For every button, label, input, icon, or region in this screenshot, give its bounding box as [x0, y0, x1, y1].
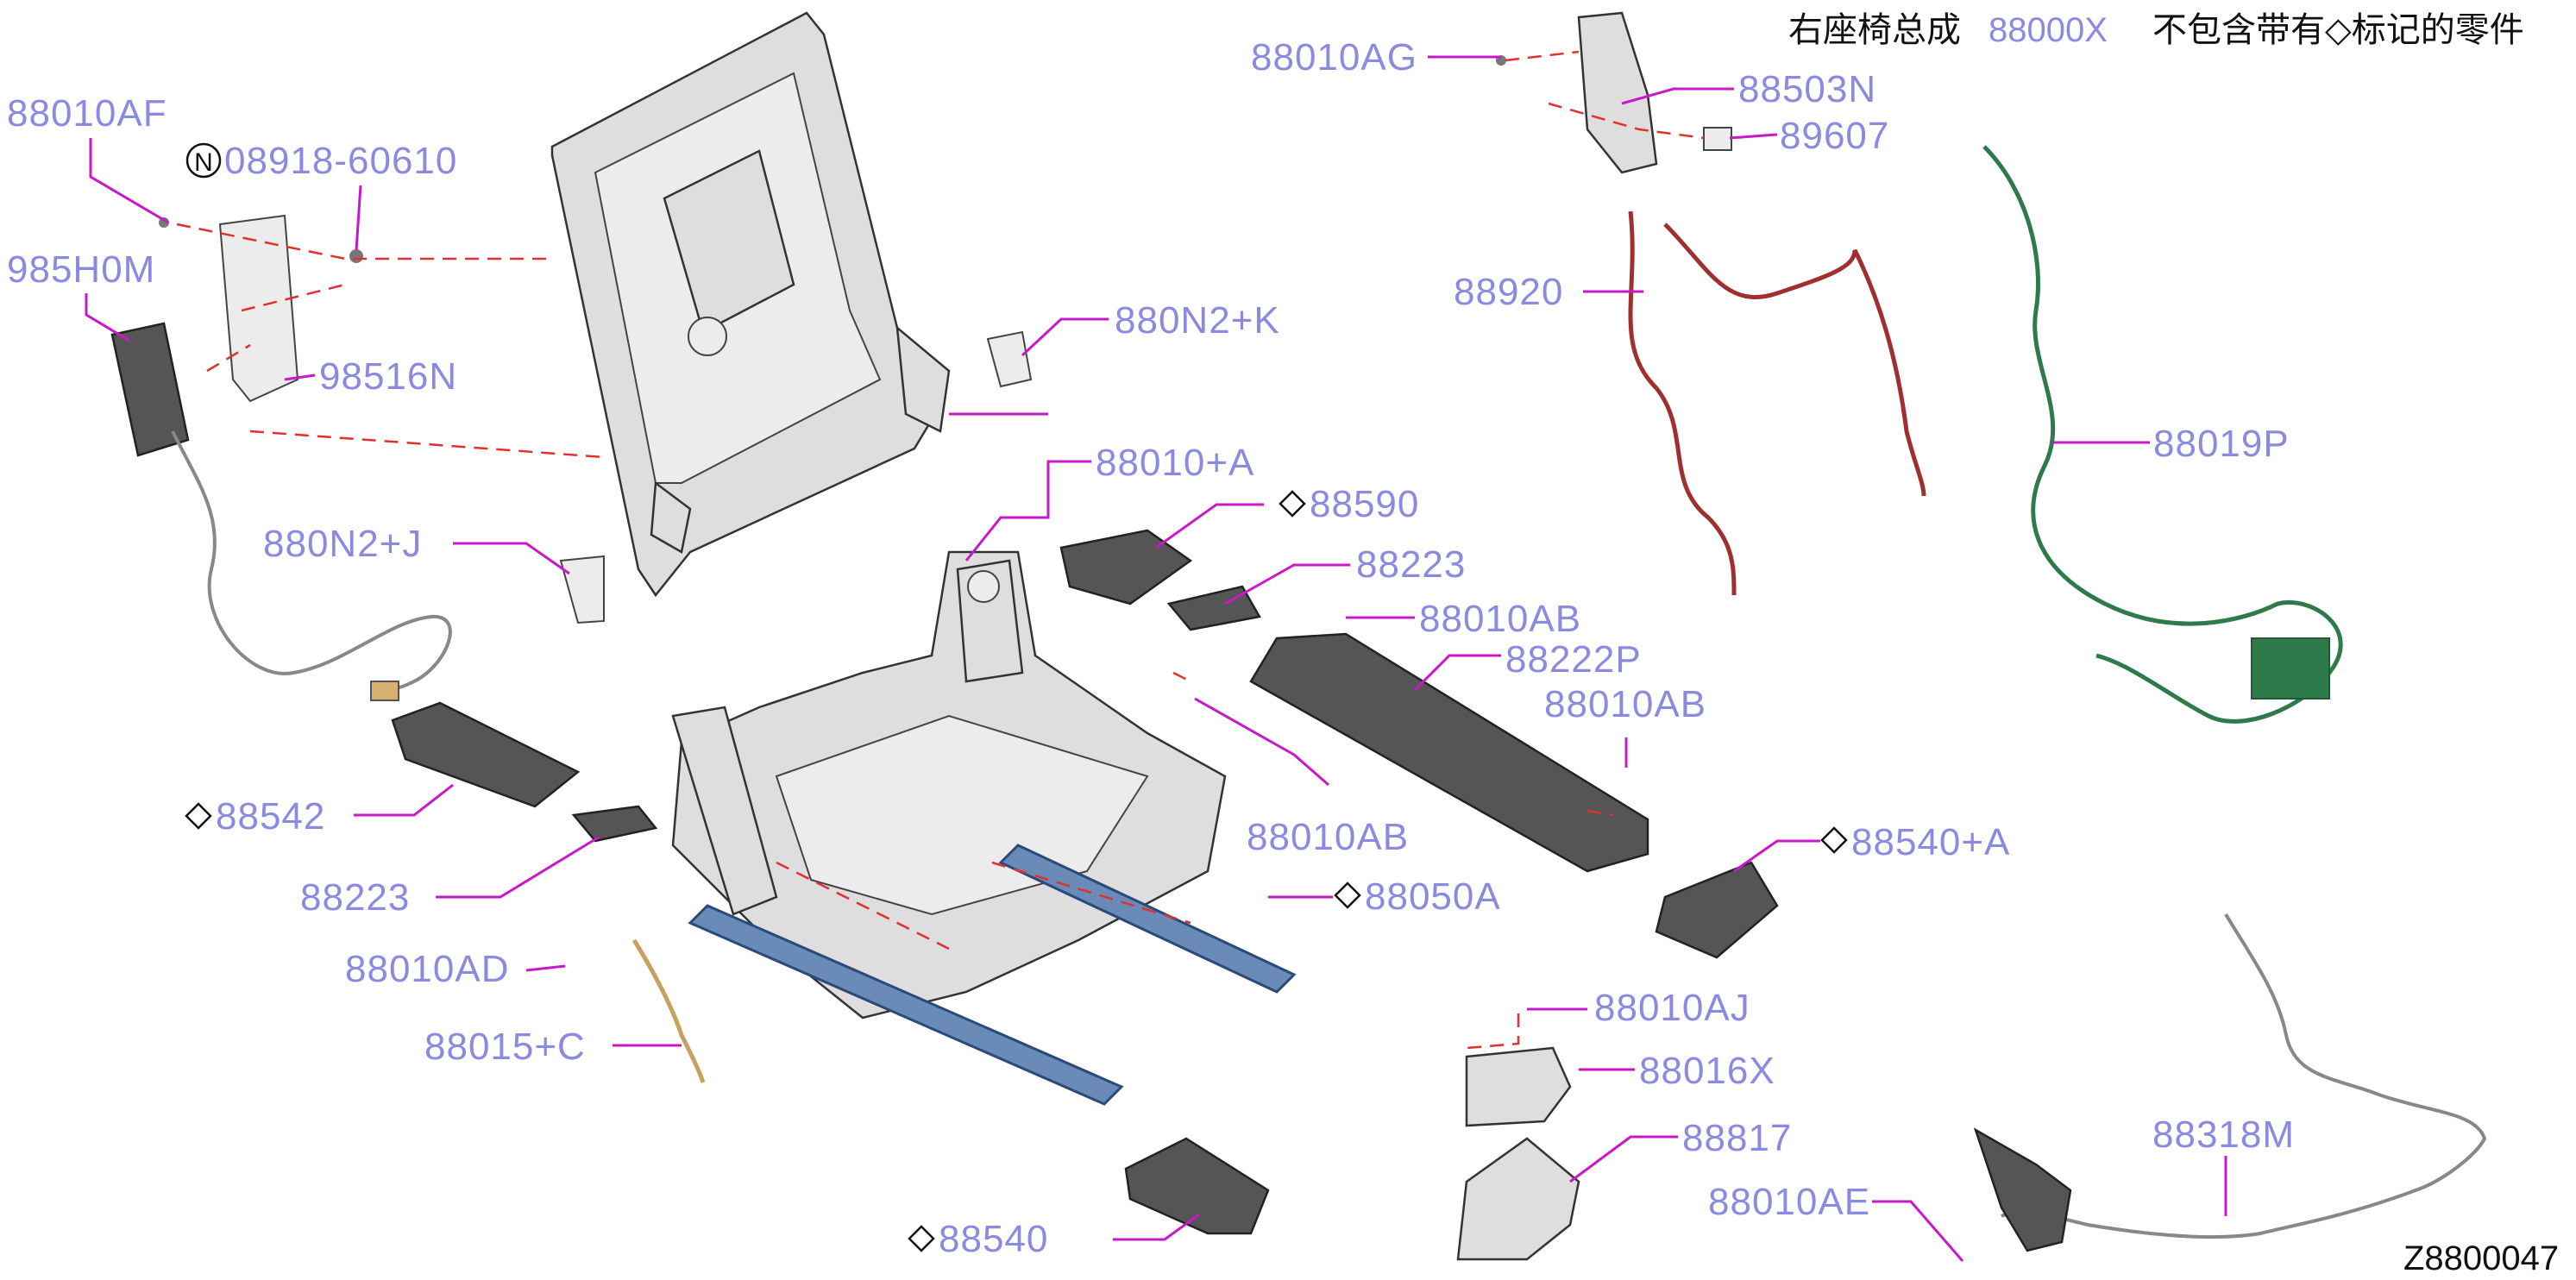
label-88817[interactable]: 88817	[1682, 1117, 1792, 1159]
part-labels: 88010AF N 08918-60610 985H0M 98516N 880N…	[7, 36, 2295, 1260]
label-88010AB-mid[interactable]: 88010AB	[1247, 816, 1409, 858]
label-88540[interactable]: 88540	[939, 1218, 1048, 1260]
seat-slide-rails	[688, 844, 1297, 1106]
diamond-icon	[1334, 882, 1361, 909]
part-88318M-harness	[2001, 913, 2487, 1239]
label-985H0M[interactable]: 985H0M	[7, 248, 155, 291]
n-mark-icon	[185, 142, 222, 179]
label-88015C[interactable]: 88015+C	[424, 1026, 586, 1068]
part-88318M-lever	[1973, 1127, 2072, 1252]
label-88019P[interactable]: 88019P	[2153, 423, 2290, 465]
leader-lines	[85, 55, 2227, 1262]
label-880N2K[interactable]: 880N2+K	[1115, 299, 1280, 342]
label-88223-left[interactable]: 88223	[300, 876, 410, 919]
label-88503N[interactable]: 88503N	[1738, 68, 1876, 110]
label-88050A[interactable]: 88050A	[1365, 875, 1501, 918]
label-88223-right[interactable]: 88223	[1356, 543, 1466, 586]
title-part-number[interactable]: 88000X	[1989, 11, 2108, 49]
label-88010AG[interactable]: 88010AG	[1251, 36, 1417, 78]
label-88010AJ[interactable]: 88010AJ	[1594, 987, 1750, 1029]
part-88019P-harness	[1982, 145, 2343, 724]
label-88542[interactable]: 88542	[216, 795, 325, 838]
part-88817-bracket	[1456, 1137, 1580, 1261]
assembly-guide-lines	[176, 50, 1705, 1050]
part-88590-cover	[1059, 529, 1193, 605]
title-suffix: 不包含带有◇标记的零件	[2152, 10, 2524, 50]
label-88318M[interactable]: 88318M	[2152, 1114, 2295, 1156]
label-88010AE[interactable]: 88010AE	[1708, 1181, 1870, 1223]
diamond-icon	[908, 1225, 935, 1252]
part-880N2J-cover	[559, 555, 605, 624]
label-88010AB-right[interactable]: 88010AB	[1544, 683, 1706, 725]
label-88010AD[interactable]: 88010AD	[345, 948, 509, 990]
diamond-icon	[185, 802, 212, 830]
label-08918-60610[interactable]: 08918-60610	[224, 140, 457, 182]
part-88223-cover-left	[571, 805, 658, 843]
diagram-title: 右座椅总成 88000X 不包含带有◇标记的零件	[1788, 10, 2524, 50]
part-88540-cover	[1124, 1137, 1270, 1235]
seat-back-frame	[550, 11, 951, 598]
label-880N2J[interactable]: 880N2+J	[263, 523, 422, 565]
part-88016X-module	[1465, 1046, 1572, 1127]
part-88015C-harness	[631, 938, 706, 1083]
part-88222P-rail-cover	[1249, 632, 1649, 873]
part-88503N-actuator	[1496, 11, 1732, 174]
label-88010A[interactable]: 88010+A	[1096, 442, 1254, 484]
part-88540A-cover	[1655, 861, 1779, 959]
label-88590[interactable]: 88590	[1310, 483, 1419, 525]
diamond-icon	[1820, 826, 1848, 854]
label-98516N[interactable]: 98516N	[319, 355, 457, 398]
label-88010AB-top[interactable]: 88010AB	[1419, 598, 1581, 640]
label-89607[interactable]: 89607	[1780, 115, 1889, 157]
part-88920-harness	[1628, 210, 1926, 596]
title-prefix: 右座椅总成	[1788, 10, 1961, 50]
label-88920[interactable]: 88920	[1454, 271, 1563, 313]
label-88010AF[interactable]: 88010AF	[7, 92, 167, 135]
harness-connector	[2251, 637, 2330, 700]
part-88542-shield	[391, 701, 581, 808]
side-airbag-module	[110, 322, 452, 701]
label-88540A[interactable]: 88540+A	[1851, 821, 2010, 863]
diagram-code: Z8800047	[2403, 1239, 2559, 1277]
part-880N2K-cover	[986, 330, 1033, 388]
label-88222P[interactable]: 88222P	[1505, 638, 1642, 681]
label-88016X[interactable]: 88016X	[1639, 1050, 1775, 1092]
svg-text:N: N	[194, 148, 213, 177]
diamond-icon	[1279, 490, 1306, 518]
